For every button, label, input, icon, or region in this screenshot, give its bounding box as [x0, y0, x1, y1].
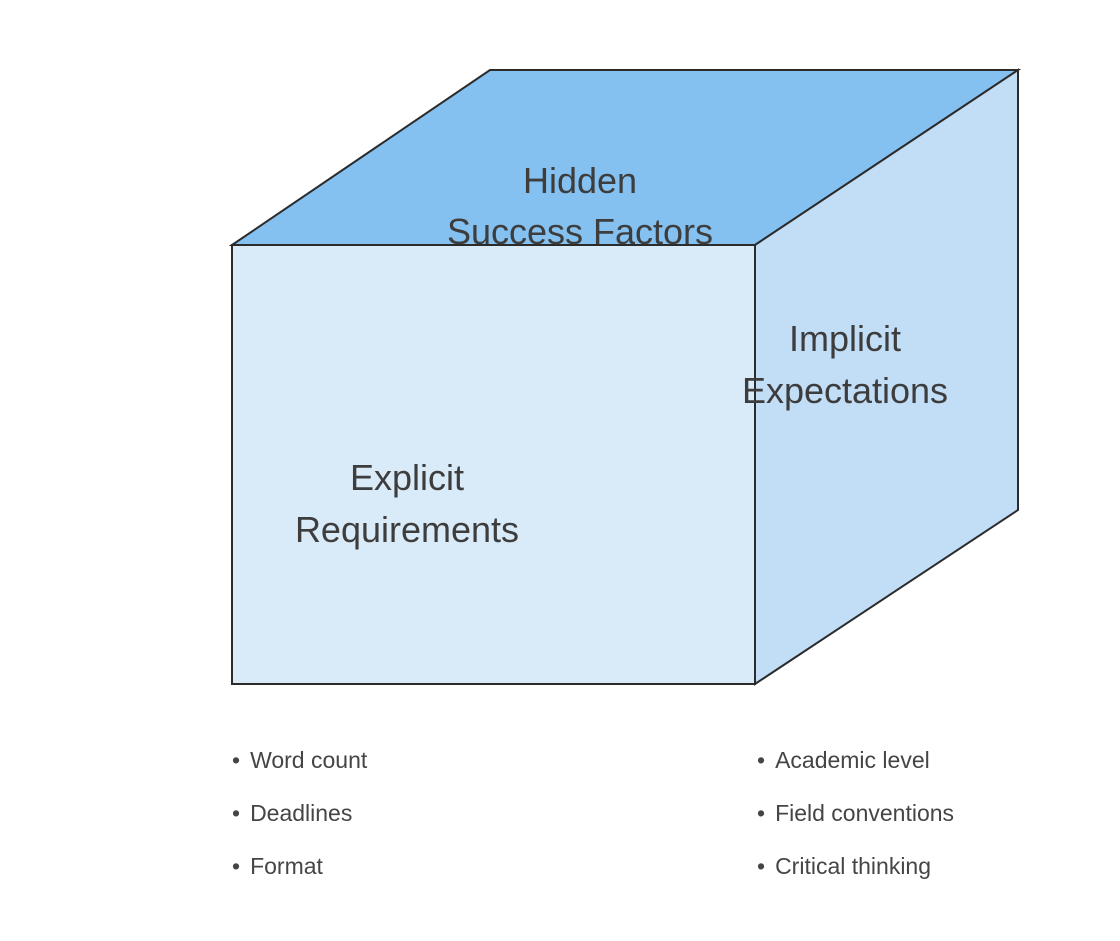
list-item: • Format [232, 852, 367, 880]
top-face-label-line1: Hidden [523, 160, 637, 201]
explicit-requirements-list: • Word count • Deadlines • Format [232, 746, 367, 880]
cube-diagram: Hidden Success Factors Implicit Expectat… [228, 68, 1022, 686]
list-item-label: Academic level [775, 747, 930, 773]
list-item: • Field conventions [757, 799, 954, 827]
list-item: • Critical thinking [757, 852, 954, 880]
front-face-label-line1: Explicit [350, 457, 464, 498]
list-item: • Deadlines [232, 799, 367, 827]
list-item: • Academic level [757, 746, 954, 774]
list-item-label: Critical thinking [775, 853, 932, 879]
list-item: • Word count [232, 746, 367, 774]
bullet-icon: • [232, 853, 241, 879]
implicit-expectations-list: • Academic level • Field conventions • C… [757, 746, 954, 880]
cube-front-face [231, 244, 756, 685]
front-face-label-line2: Requirements [295, 509, 519, 550]
bullet-icon: • [232, 747, 241, 773]
right-face-label-line2: Expectations [742, 370, 948, 411]
list-item-label: Deadlines [250, 800, 353, 826]
list-item-label: Format [250, 853, 323, 879]
bullet-icon: • [232, 800, 241, 826]
bullet-icon: • [757, 800, 766, 826]
bullet-icon: • [757, 747, 766, 773]
list-item-label: Field conventions [775, 800, 955, 826]
bullet-icon: • [757, 853, 766, 879]
right-face-label-line1: Implicit [789, 318, 901, 359]
top-face-label-line2: Success Factors [447, 211, 713, 252]
cube-right-face [754, 68, 1019, 686]
list-item-label: Word count [250, 747, 368, 773]
